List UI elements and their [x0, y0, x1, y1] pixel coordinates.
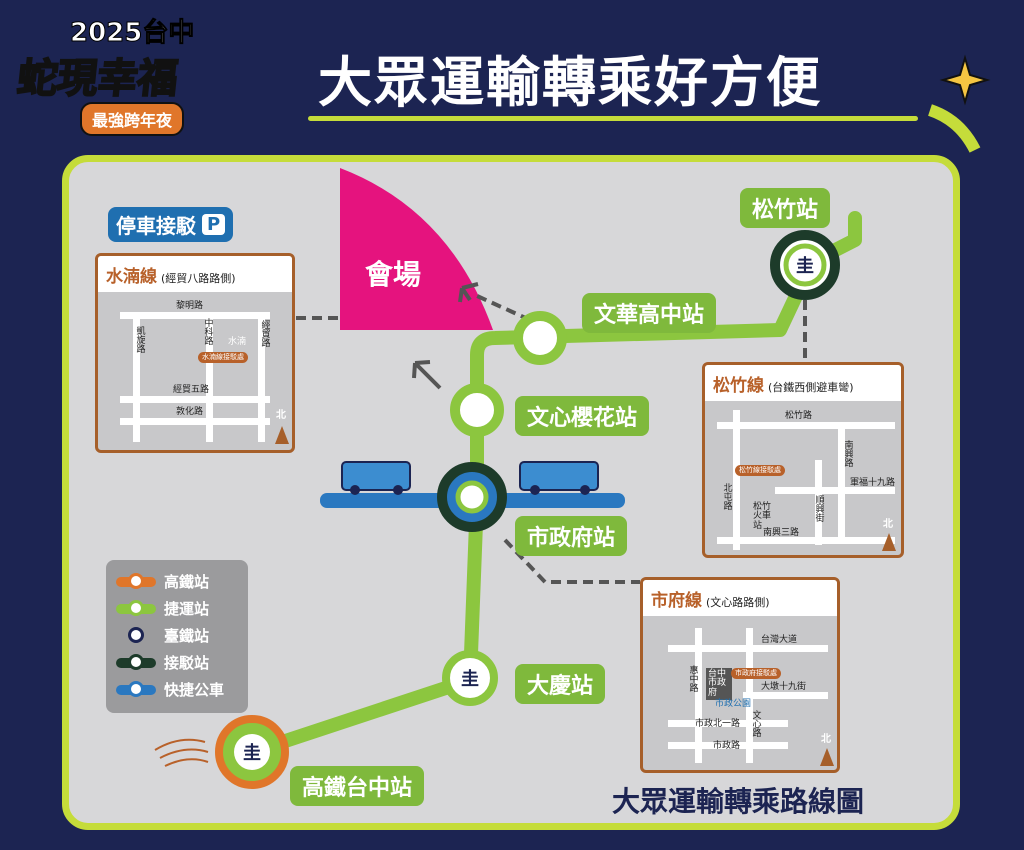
shuttle-stop-tag: 水湳線接駁處	[198, 352, 248, 363]
station-label-shizhengfu: 市政府站	[515, 516, 628, 556]
legend: 高鐵站 捷運站 臺鐵站 接駁站 快捷公車	[106, 560, 248, 713]
place-label: 松竹火車站	[753, 502, 772, 531]
title-underline	[308, 116, 918, 121]
tra-icon: 圭	[796, 255, 814, 277]
inset-songzhu: 松竹線(台鐵西側避車彎) 松竹路 南興路 北屯路 軍福十九路 順興街 南興三路 …	[702, 362, 904, 558]
logo-sub: 最強跨年夜	[80, 102, 185, 136]
north-arrow-icon	[275, 426, 289, 444]
station-wenxin	[450, 383, 504, 437]
venue-shape	[340, 168, 493, 330]
parking-shuttle-label: 停車接駁 P	[108, 207, 234, 242]
station-label-wenhua: 文華高中站	[582, 293, 717, 333]
road-label: 經貿路	[259, 320, 270, 347]
inset-title: 松竹線	[713, 376, 764, 396]
road-label: 南興三路	[763, 528, 800, 538]
park-label: 市政公園	[715, 699, 752, 709]
road-label: 黎明路	[176, 301, 204, 311]
place-label: 水湳	[228, 337, 247, 347]
station-label-daqing: 大慶站	[515, 664, 606, 704]
parking-shuttle-text: 停車接駁	[116, 214, 196, 238]
legend-label: 捷運站	[164, 600, 210, 618]
logo-year: 2025台中	[69, 18, 195, 49]
legend-label: 高鐵站	[164, 573, 210, 591]
road-label: 文心路	[750, 710, 761, 737]
legend-item-brt: 快捷公車	[116, 676, 238, 703]
inset-shifu: 市府線(文心路路側) 台灣大道 惠中路 大墩十九街 文心路 市政北一路 市政路 …	[640, 577, 840, 773]
inset-subtitle: (文心路路側)	[706, 596, 770, 609]
road-label: 市政路	[713, 741, 741, 751]
legend-label: 臺鐵站	[164, 627, 210, 645]
north-arrow-icon	[882, 533, 896, 551]
parking-icon: P	[202, 214, 226, 235]
tra-icon: 圭	[243, 742, 261, 764]
legend-label: 接駁站	[164, 654, 210, 672]
station-label-hsr: 高鐵台中站	[290, 766, 425, 806]
road-label: 敦化路	[176, 407, 204, 417]
station-daqing	[442, 650, 498, 706]
north-label: 北	[276, 410, 286, 421]
inset-shuinan: 水湳線(經貿八路路側) 黎明路 凱旋路 中科路 經貿路 經貿五路 敦化路 水湳 …	[95, 253, 295, 453]
road-label: 凱旋路	[134, 326, 145, 353]
mrt-line	[245, 211, 862, 759]
legend-item-hsr: 高鐵站	[116, 568, 238, 595]
arrow-venue-2	[412, 360, 442, 390]
arrow-venue-1	[458, 282, 479, 303]
legend-item-shuttle: 接駁站	[116, 649, 238, 676]
bus-icon-right	[519, 461, 599, 495]
inset-subtitle: (經貿八路路側)	[161, 272, 236, 285]
road-label: 大墩十九街	[761, 682, 807, 692]
place-label: 台中市政府	[706, 668, 732, 701]
road-label: 市政北一路	[695, 719, 741, 729]
station-label-wenxin: 文心櫻花站	[515, 396, 650, 436]
road-label: 中科路	[202, 318, 213, 345]
road-label: 順興街	[813, 495, 824, 522]
dash-wenhua	[474, 293, 531, 322]
road-label: 軍福十九路	[850, 478, 896, 488]
map-footer-title: 大眾運輸轉乘路線圖	[612, 785, 865, 818]
inset-subtitle: (台鐵西側避車彎)	[768, 381, 854, 394]
road-label: 北屯路	[721, 483, 732, 510]
inset-title: 市府線	[651, 591, 702, 611]
north-arrow-icon	[820, 748, 834, 766]
legend-item-tra: 臺鐵站	[116, 622, 238, 649]
north-label: 北	[821, 734, 831, 745]
shuttle-stop-tag: 松竹線接駁處	[735, 465, 785, 476]
tra-icon: 圭	[461, 668, 479, 690]
page-title: 大眾運輸轉乘好方便	[318, 51, 822, 114]
road-label: 經貿五路	[173, 385, 210, 395]
legend-item-mrt: 捷運站	[116, 595, 238, 622]
road-label: 台灣大道	[761, 635, 798, 645]
station-wenhua	[513, 311, 567, 365]
venue-label: 會場	[365, 258, 422, 291]
road-label: 南興路	[842, 440, 853, 467]
inset-title: 水湳線	[106, 267, 157, 287]
road-label: 惠中路	[687, 665, 698, 692]
speed-lines-icon	[154, 738, 209, 767]
station-label-songzhu: 松竹站	[740, 188, 831, 228]
sparkle-icon	[939, 54, 991, 106]
road-label: 松竹路	[785, 411, 813, 421]
bus-icon-left	[341, 461, 411, 495]
shuttle-stop-tag: 市政府接駁處	[731, 668, 781, 679]
deco-stroke	[927, 104, 981, 153]
legend-label: 快捷公車	[164, 681, 225, 699]
north-label: 北	[883, 519, 893, 530]
